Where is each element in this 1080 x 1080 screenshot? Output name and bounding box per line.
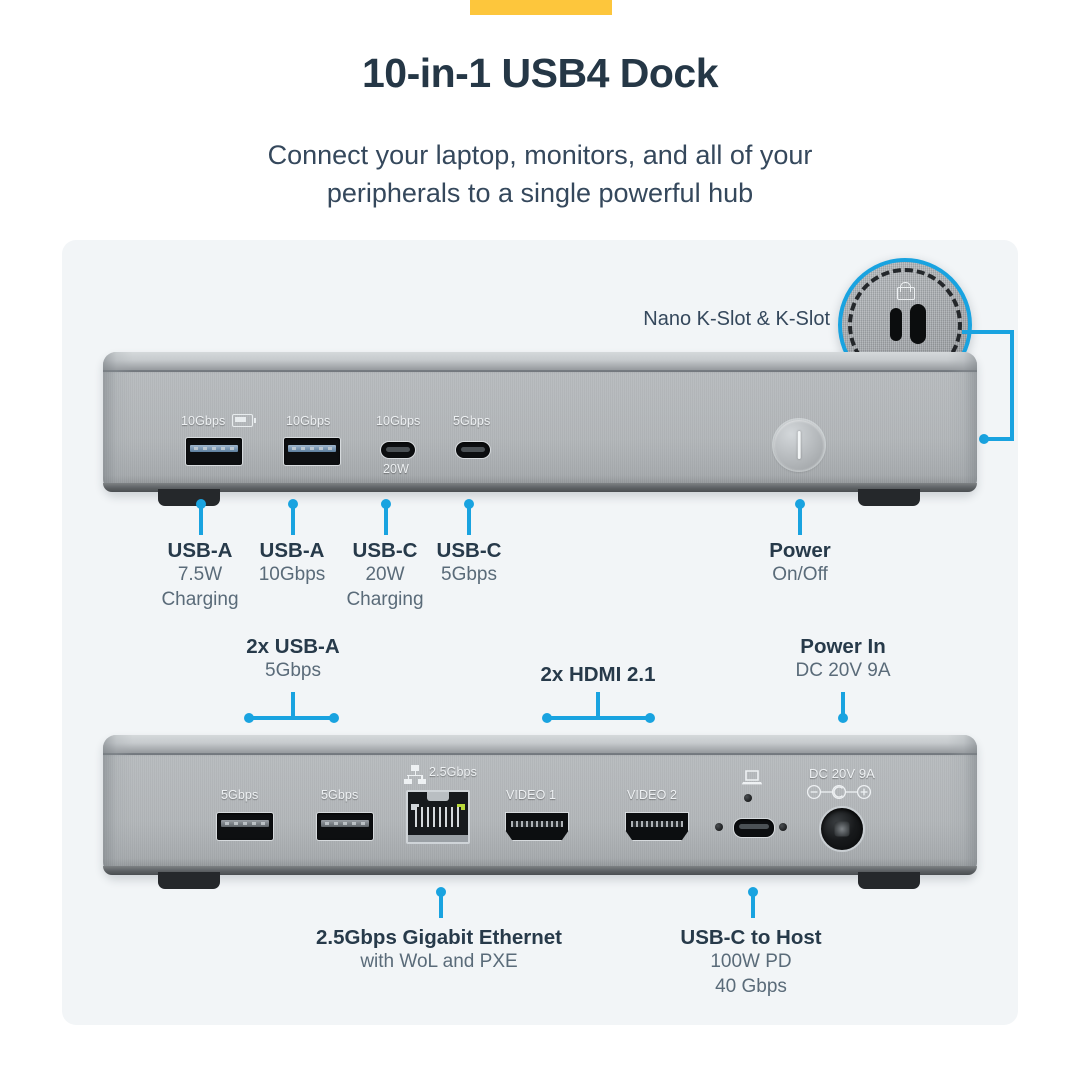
- callout-line2: 5Gbps: [441, 564, 497, 585]
- front-leader-line-3: [384, 502, 388, 535]
- k-slot-opening: [910, 304, 926, 344]
- dock-rear-foot-left: [158, 872, 220, 889]
- callout-usbc-host: USB-C to Host 100W PD 40 Gbps: [661, 925, 841, 999]
- polarity-icon: [806, 784, 872, 800]
- subtitle-line-1: Connect your laptop, monitors, and all o…: [267, 140, 813, 170]
- ethernet-callout-line: [439, 890, 443, 918]
- dc-power-jack[interactable]: [819, 806, 865, 852]
- callout-line2: 10Gbps: [258, 564, 326, 585]
- rear-hdmi-leader-stem: [596, 692, 600, 718]
- callout-front-usba-1: USB-A 7.5W Charging: [139, 538, 261, 612]
- callout-front-usbc-2: USB-C 5Gbps: [408, 538, 530, 588]
- rear-hdmi-leader-bar: [546, 716, 650, 720]
- laptop-icon: [741, 770, 763, 785]
- page-title: 10-in-1 USB4 Dock: [361, 50, 719, 96]
- rear-usba-leader-dot-right: [329, 713, 339, 723]
- rear-usba-label-2: 5Gbps: [321, 788, 359, 802]
- callout-front-power: Power On/Off: [739, 538, 861, 588]
- callout-title: 2x HDMI 2.1: [540, 663, 656, 686]
- callout-title: USB-A: [167, 539, 233, 562]
- callout-title: USB-A: [259, 539, 325, 562]
- rear-screw-hole-left: [715, 823, 723, 831]
- rear-usba-label-1: 5Gbps: [221, 788, 259, 802]
- network-icon: [404, 765, 426, 784]
- front-port-label-1: 10Gbps: [181, 414, 226, 428]
- callout-title: Power: [769, 539, 831, 562]
- rear-screw-hole-right: [779, 823, 787, 831]
- rear-hdmi-leader-dot-right: [645, 713, 655, 723]
- callout-line2: DC 20V 9A: [795, 660, 891, 681]
- front-port-label-2: 10Gbps: [286, 414, 331, 428]
- front-port-label-3: 10Gbps: [376, 414, 421, 428]
- callout-title: 2x USB-A: [246, 635, 340, 658]
- nano-k-slot-callout: Nano K-Slot & K-Slot: [600, 306, 830, 332]
- front-port-label-4: 5Gbps: [453, 414, 491, 428]
- battery-charging-icon: [232, 414, 256, 427]
- callout-line2: On/Off: [772, 564, 828, 585]
- callout-front-usbc-1: USB-C 20W Charging: [324, 538, 446, 612]
- lock-icon: [897, 282, 915, 300]
- rear-usba-leader-bar: [248, 716, 336, 720]
- rear-usba-port-1[interactable]: [216, 812, 274, 841]
- front-leader-line-2: [291, 502, 295, 535]
- dc-input-label: DC 20V 9A: [809, 766, 875, 781]
- front-leader-line-1: [199, 502, 203, 535]
- callout-rear-usba: 2x USB-A 5Gbps: [232, 634, 354, 684]
- callout-front-usba-2: USB-A 10Gbps: [231, 538, 353, 588]
- front-usbc-port-2[interactable]: [455, 441, 491, 459]
- subtitle-line-2: peripherals to a single powerful hub: [326, 178, 754, 209]
- callout-line2: with WoL and PXE: [360, 951, 518, 972]
- k-slot-magnifier: [838, 258, 972, 392]
- callout-line2: 5Gbps: [265, 660, 321, 681]
- callout-title: USB-C: [352, 539, 418, 562]
- rj45-ethernet-port[interactable]: [406, 790, 470, 844]
- dock-front-foot-left: [158, 489, 220, 506]
- rear-usba-port-2[interactable]: [316, 812, 374, 841]
- nano-k-slot-label: Nano K-Slot & K-Slot: [643, 308, 830, 330]
- front-leader-line-4: [467, 502, 471, 535]
- dock-rear-foot-right: [858, 872, 920, 889]
- front-usba-port-1[interactable]: [185, 437, 243, 466]
- nano-k-slot-opening: [890, 308, 902, 341]
- rear-ethernet-label: 2.5Gbps: [429, 765, 477, 779]
- rear-power-leader-dot: [838, 713, 848, 723]
- hdmi-port-1[interactable]: [505, 812, 569, 841]
- rear-hdmi-label-2: VIDEO 2: [627, 788, 678, 802]
- callout-line2: 100W PD: [710, 951, 792, 972]
- power-button[interactable]: [774, 420, 824, 470]
- callout-title: USB-C to Host: [680, 926, 822, 949]
- front-usbc-20w-label: 20W: [383, 462, 410, 476]
- callout-title: USB-C: [436, 539, 502, 562]
- magnifier-leader-dot: [979, 434, 989, 444]
- front-usbc-port-1[interactable]: [380, 441, 416, 459]
- callout-rear-power-in: Power In DC 20V 9A: [782, 634, 904, 684]
- dock-front-body: [103, 352, 977, 492]
- hdmi-port-2[interactable]: [625, 812, 689, 841]
- front-leader-line-5: [798, 502, 802, 535]
- callout-title: Power In: [800, 635, 886, 658]
- dock-rear-body: [103, 735, 977, 875]
- page-subtitle: Connect your laptop, monitors, and all o…: [150, 136, 930, 213]
- front-usba-port-2[interactable]: [283, 437, 341, 466]
- callout-line3: 40 Gbps: [715, 975, 787, 997]
- dock-front-foot-right: [858, 489, 920, 506]
- rear-hdmi-leader-dot-left: [542, 713, 552, 723]
- callout-rear-hdmi: 2x HDMI 2.1: [537, 662, 659, 687]
- callout-line2: 20W: [365, 564, 405, 585]
- rear-power-leader-stem: [841, 692, 845, 718]
- top-accent-bar: [470, 0, 612, 15]
- rear-usba-leader-dot-left: [244, 713, 254, 723]
- callout-line3: Charging: [346, 588, 424, 610]
- rear-hdmi-label-1: VIDEO 1: [506, 788, 557, 802]
- usbc-host-port[interactable]: [733, 818, 775, 838]
- callout-line2: 7.5W: [177, 564, 223, 585]
- callout-ethernet: 2.5Gbps Gigabit Ethernet with WoL and PX…: [289, 925, 589, 975]
- host-callout-line: [751, 890, 755, 918]
- callout-line3: Charging: [161, 588, 239, 610]
- callout-title: 2.5Gbps Gigabit Ethernet: [315, 926, 563, 949]
- rear-screw-hole-top: [744, 794, 752, 802]
- rear-usba-leader-stem: [291, 692, 295, 718]
